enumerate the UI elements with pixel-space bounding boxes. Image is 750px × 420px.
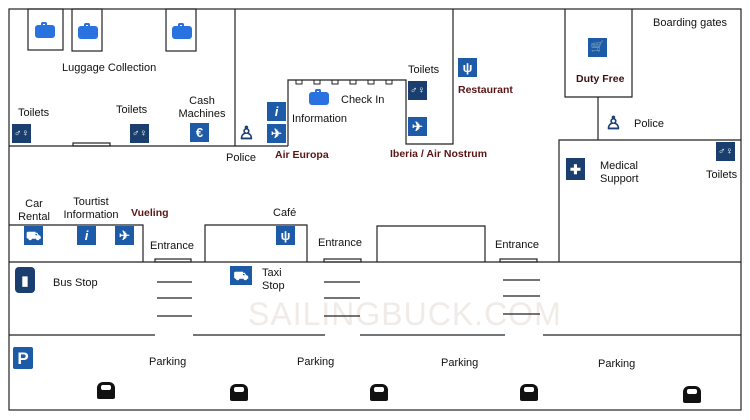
information-label: Information [292, 113, 348, 125]
car-rental-line2: Rental [18, 211, 50, 223]
euro-icon: € [190, 123, 209, 142]
taxi-line1: Taxi [262, 267, 282, 279]
car-rental-line1: Car [25, 198, 43, 210]
medical-line1: Medical [600, 160, 638, 172]
luggage-icon [172, 23, 192, 39]
car-icon [97, 382, 115, 399]
car-icon [230, 384, 248, 401]
entrance-label: Entrance [150, 240, 195, 252]
medical-icon: ✚ [566, 158, 585, 180]
parking-label: Parking [297, 356, 335, 368]
tourist-line2: Information [63, 209, 119, 221]
police-icon: ♙ [604, 112, 623, 133]
entrance-label: Entrance [495, 239, 540, 251]
parking-label: Parking [149, 356, 187, 368]
bus-icon: ▮ [15, 267, 35, 293]
toilets-label: Toilets [116, 104, 148, 116]
parking-label: Parking [441, 357, 479, 369]
restaurant-icon: ψ [458, 58, 477, 77]
cafe-icon: ψ [276, 226, 295, 245]
toilets-icon: ♂♀ [716, 142, 735, 161]
toilets-icon: ♂♀ [12, 124, 31, 143]
duty-free-label: Duty Free [576, 73, 625, 85]
entrance-label: Entrance [318, 237, 363, 249]
information-icon: i [267, 102, 286, 121]
police-label: Police [634, 118, 664, 130]
police-icon: ♙ [237, 122, 256, 143]
parking-icon: P [13, 347, 33, 369]
toilets-label: Toilets [706, 169, 738, 181]
vueling-label: Vueling [131, 207, 169, 219]
car-rental-icon: ⛟ [24, 226, 43, 245]
check-in-label: Check In [341, 94, 385, 106]
bus-stop-label: Bus Stop [53, 277, 98, 289]
luggage-icon [309, 89, 329, 105]
boarding-gates-label: Boarding gates [653, 17, 727, 29]
cafe-label: Café [273, 207, 297, 219]
luggage-icon [35, 22, 55, 38]
luggage-icon [78, 23, 98, 39]
tourist-line1: Tourtist [73, 196, 109, 208]
plane-icon: ✈ [115, 226, 134, 245]
cash-label-line1: Cash [189, 95, 215, 107]
car-icon [520, 384, 538, 401]
toilets-label: Toilets [408, 64, 440, 76]
taxi-icon: ⛟ [230, 266, 252, 285]
iberia-air-nostrum-label: Iberia / Air Nostrum [390, 148, 488, 160]
medical-line2: Support [600, 173, 639, 185]
car-icon [683, 386, 701, 403]
toilets-label: Toilets [18, 107, 50, 119]
taxi-line2: Stop [262, 280, 285, 292]
air-europa-label: Air Europa [275, 149, 329, 161]
toilets-icon: ♂♀ [408, 81, 427, 100]
parking-label: Parking [598, 358, 636, 370]
toilets-icon: ♂♀ [130, 124, 149, 143]
police-label: Police [226, 152, 256, 164]
plane-icon: ✈ [267, 124, 286, 143]
cash-label-line2: Machines [178, 108, 226, 120]
restaurant-label: Restaurant [458, 84, 513, 96]
luggage-collection-label: Luggage Collection [62, 62, 157, 74]
plane-icon: ✈ [408, 117, 427, 136]
shopping-cart-icon: 🛒 [588, 38, 607, 57]
information-icon: i [77, 226, 96, 245]
car-icon [370, 384, 388, 401]
